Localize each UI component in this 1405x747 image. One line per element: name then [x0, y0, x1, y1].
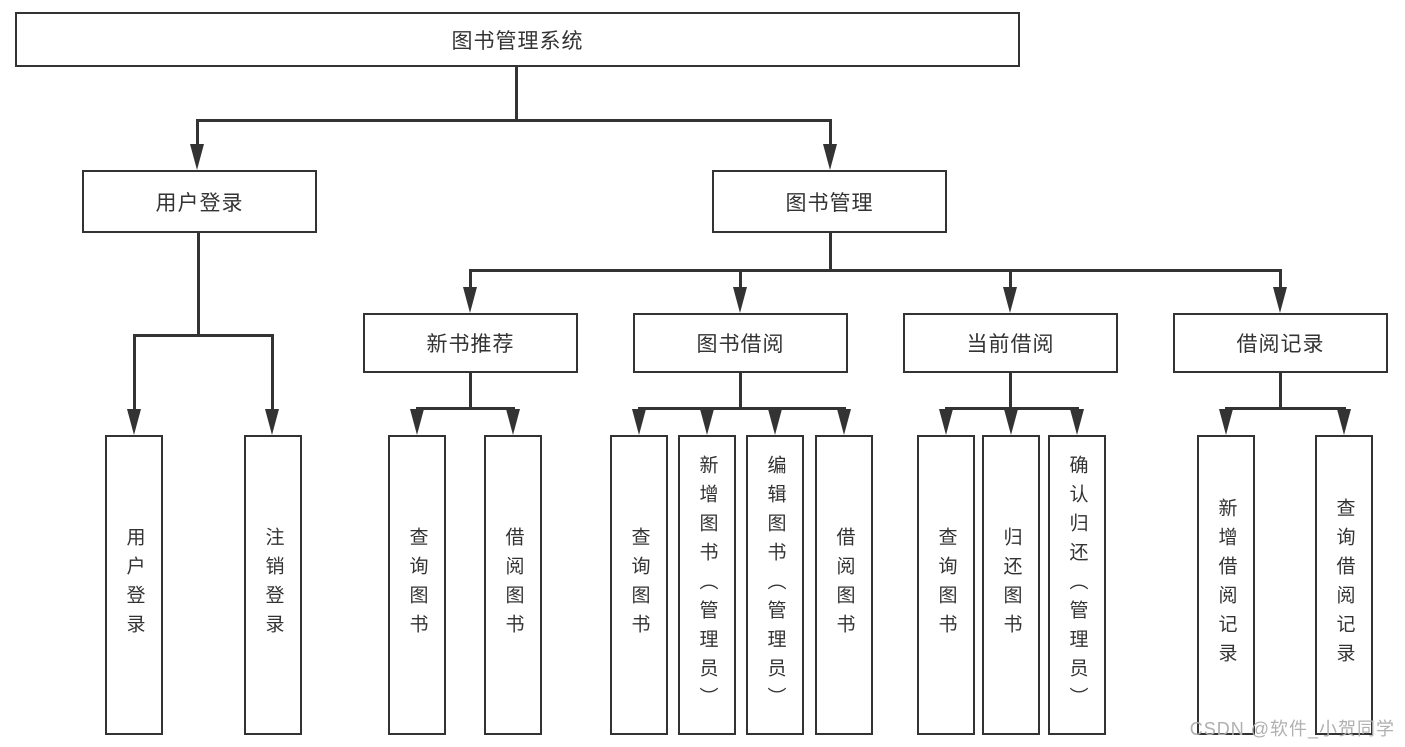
connector-current-borrow-stub — [1009, 373, 1012, 409]
leaf-query-books-1: 查询图书 — [388, 435, 446, 735]
leaf-query-books-2: 查询图书 — [610, 435, 668, 735]
leaf-confirm-return-admin: 确认归还（管理员） — [1048, 435, 1106, 735]
arrowhead-down-icon — [1219, 409, 1233, 435]
connector-drop — [196, 121, 199, 147]
connector-borrow-records-bus — [1225, 407, 1346, 410]
leaf-logout: 注销登录 — [244, 435, 302, 735]
connector-drop — [1009, 271, 1012, 289]
connector-current-borrow-bus — [945, 407, 1079, 410]
arrowhead-down-icon — [265, 409, 279, 435]
connector-drop — [469, 271, 472, 289]
connector-book-borrow-stub — [739, 373, 742, 409]
leaf-add-book-admin: 新增图书（管理员） — [678, 435, 736, 735]
arrowhead-down-icon — [506, 409, 520, 435]
connector-drop — [271, 336, 274, 410]
arrowhead-down-icon — [733, 287, 747, 313]
connector-book-mgmt-stub — [829, 233, 832, 271]
node-user-login-label: 用户登录 — [155, 191, 244, 215]
arrowhead-down-icon — [1070, 409, 1084, 435]
arrowhead-down-icon — [632, 409, 646, 435]
connector-level3-bus — [469, 269, 1282, 272]
leaf-return-book: 归还图书 — [982, 435, 1040, 735]
node-new-book-recommend-label: 新书推荐 — [426, 333, 515, 356]
leaf-borrow-books-1: 借阅图书 — [484, 435, 542, 735]
connector-drop — [829, 121, 832, 147]
leaf-add-borrow-record-label: 新增借阅记录 — [1215, 498, 1237, 672]
connector-borrow-records-stub — [1279, 373, 1282, 409]
node-root-label: 图书管理系统 — [451, 29, 584, 53]
node-book-management: 图书管理 — [712, 170, 947, 233]
node-new-book-recommend: 新书推荐 — [363, 313, 578, 373]
node-book-borrowing-label: 图书借阅 — [696, 333, 785, 356]
arrowhead-down-icon — [1003, 287, 1017, 313]
leaf-logout-label: 注销登录 — [262, 527, 284, 643]
connector-drop — [1279, 271, 1282, 289]
arrowhead-down-icon — [190, 144, 204, 170]
arrowhead-down-icon — [768, 409, 782, 435]
leaf-query-borrow-record-label: 查询借阅记录 — [1333, 498, 1355, 672]
arrowhead-down-icon — [410, 409, 424, 435]
arrowhead-down-icon — [1337, 409, 1351, 435]
arrowhead-down-icon — [463, 287, 477, 313]
leaf-return-book-label: 归还图书 — [1000, 527, 1022, 643]
connector-new-books-stub — [469, 373, 472, 409]
leaf-query-books-3-label: 查询图书 — [935, 527, 957, 643]
node-user-login: 用户登录 — [82, 170, 317, 233]
leaf-query-books-3: 查询图书 — [917, 435, 975, 735]
connector-book-borrow-bus — [638, 407, 846, 410]
leaf-user-login-label: 用户登录 — [123, 527, 145, 643]
arrowhead-down-icon — [1273, 287, 1287, 313]
leaf-add-borrow-record: 新增借阅记录 — [1197, 435, 1255, 735]
arrowhead-down-icon — [127, 409, 141, 435]
connector-drop — [739, 271, 742, 289]
connector-user-login-stub — [197, 233, 200, 336]
connector-root-stub — [515, 67, 518, 121]
node-current-borrowing: 当前借阅 — [903, 313, 1118, 373]
leaf-add-book-admin-label: 新增图书（管理员） — [696, 454, 718, 716]
leaf-confirm-return-admin-label: 确认归还（管理员） — [1066, 454, 1088, 716]
connector-level2-bus — [196, 119, 832, 122]
leaf-edit-book-admin: 编辑图书（管理员） — [746, 435, 804, 735]
leaf-query-books-1-label: 查询图书 — [406, 527, 428, 643]
arrowhead-down-icon — [1004, 409, 1018, 435]
arrowhead-down-icon — [837, 409, 851, 435]
node-borrowing-records: 借阅记录 — [1173, 313, 1388, 373]
leaf-query-borrow-record: 查询借阅记录 — [1315, 435, 1373, 735]
leaf-borrow-books-2-label: 借阅图书 — [833, 527, 855, 643]
connector-drop — [133, 336, 136, 410]
csdn-watermark: CSDN @软件_小贺同学 — [1189, 719, 1395, 739]
leaf-borrow-books-2: 借阅图书 — [815, 435, 873, 735]
node-borrowing-records-label: 借阅记录 — [1236, 333, 1325, 356]
arrowhead-down-icon — [939, 409, 953, 435]
connector-user-login-bus — [133, 334, 274, 337]
node-book-borrowing: 图书借阅 — [633, 313, 848, 373]
leaf-query-books-2-label: 查询图书 — [628, 527, 650, 643]
arrowhead-down-icon — [823, 144, 837, 170]
leaf-edit-book-admin-label: 编辑图书（管理员） — [764, 454, 786, 716]
node-book-management-label: 图书管理 — [785, 191, 874, 215]
connector-new-books-bus — [416, 407, 515, 410]
node-root: 图书管理系统 — [15, 12, 1020, 67]
node-current-borrowing-label: 当前借阅 — [966, 333, 1055, 356]
leaf-user-login: 用户登录 — [105, 435, 163, 735]
arrowhead-down-icon — [700, 409, 714, 435]
leaf-borrow-books-1-label: 借阅图书 — [502, 527, 524, 643]
